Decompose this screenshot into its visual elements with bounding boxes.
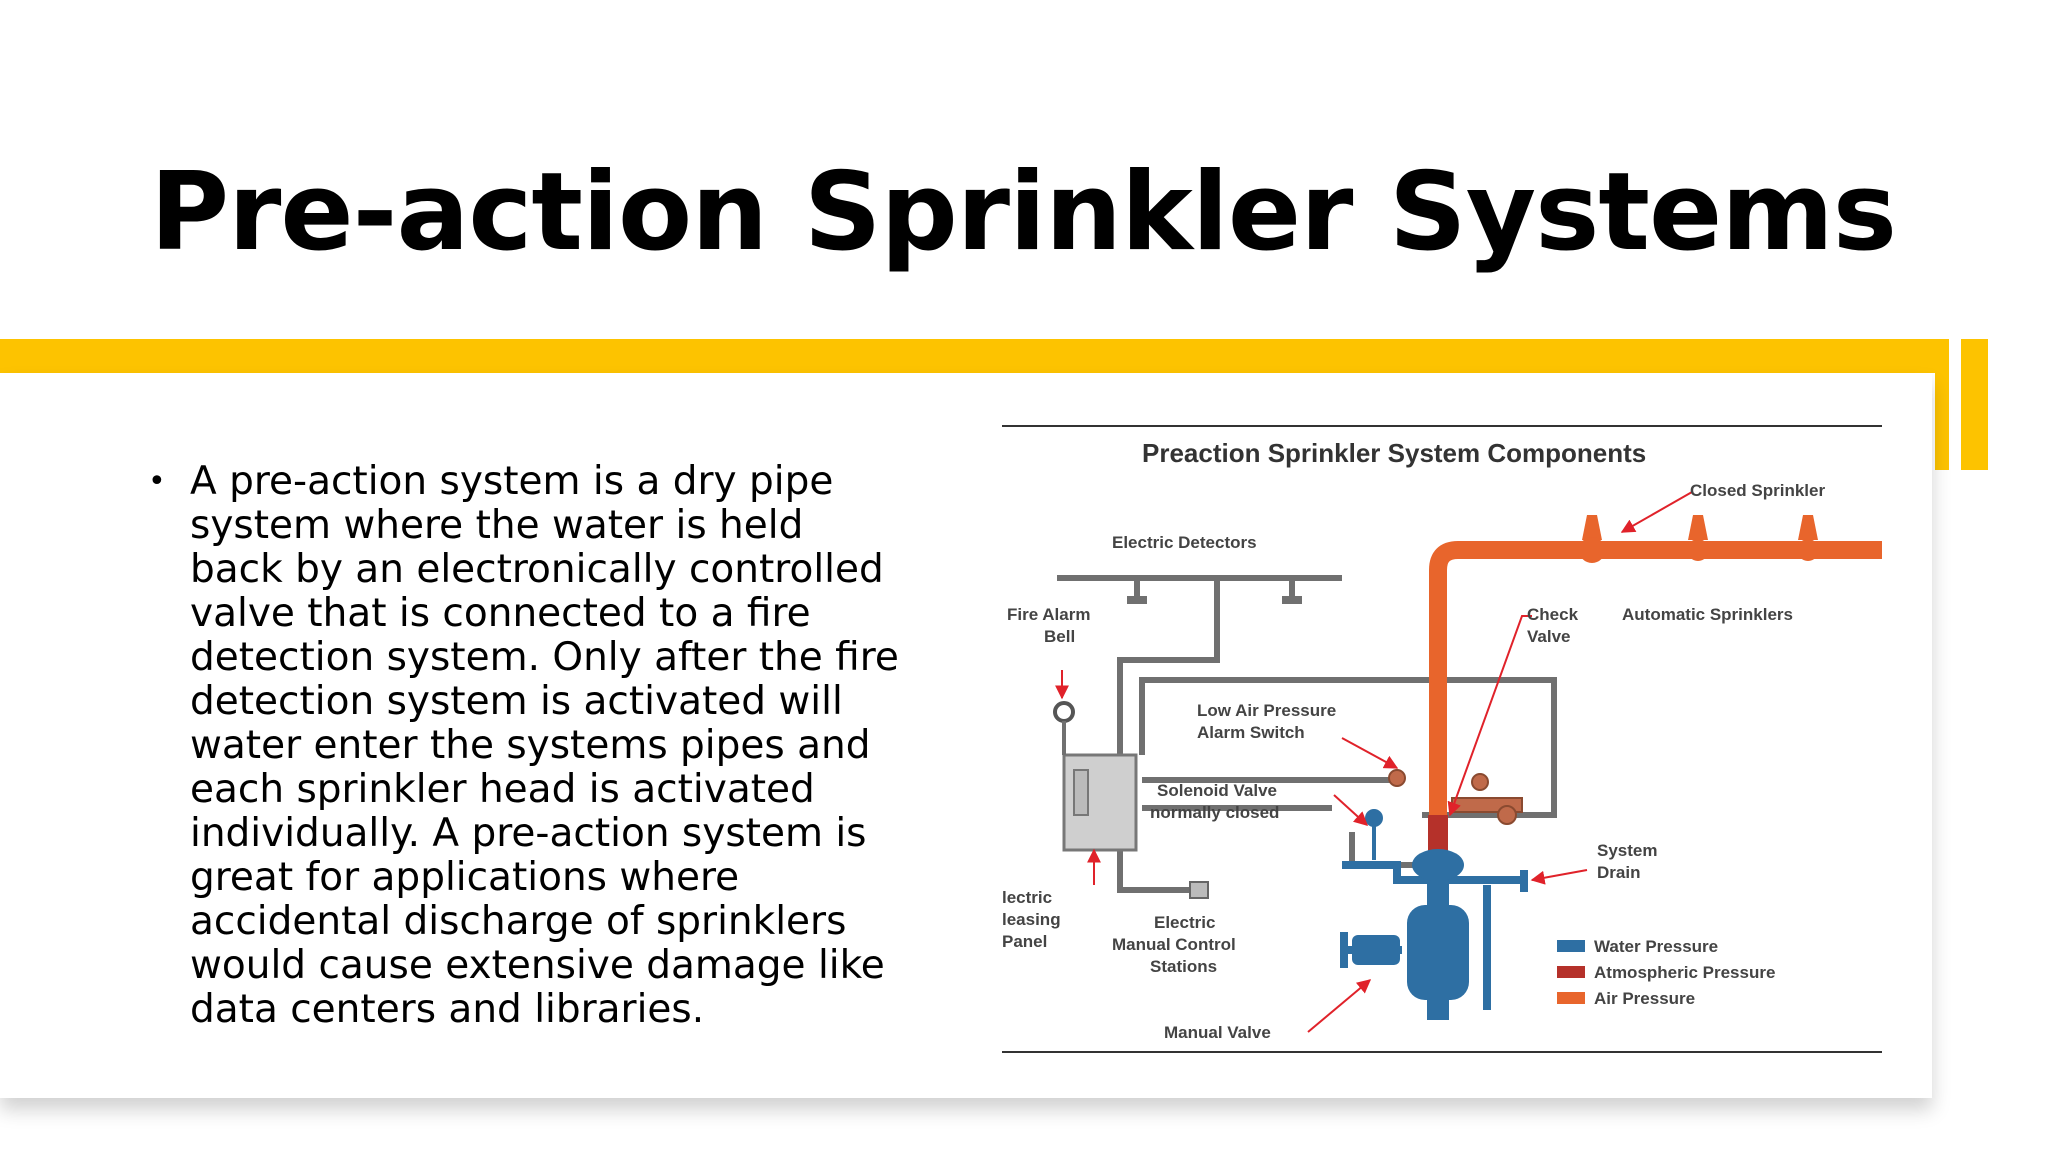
- label-check: Check: [1527, 605, 1579, 624]
- diagram-title: Preaction Sprinkler System Components: [1142, 438, 1646, 468]
- legend-swatch-air: [1557, 992, 1585, 1004]
- label-automatic-sprinklers: Automatic Sprinklers: [1622, 605, 1793, 624]
- legend: Water Pressure Atmospheric Pressure Air …: [1557, 937, 1775, 1008]
- trim-valves: [1388, 769, 1523, 825]
- label-releasing-3: Panel: [1002, 932, 1047, 951]
- label-low-air: Low Air Pressure: [1197, 701, 1336, 720]
- label-manual-station-1: Electric: [1154, 913, 1215, 932]
- bullet-text: A pre-action system is a dry pipe system…: [190, 459, 899, 1032]
- label-releasing-2: leasing: [1002, 910, 1061, 929]
- accent-stripe-left: [1935, 339, 1949, 470]
- label-system: System: [1597, 841, 1657, 860]
- atmospheric-pipe-section: [1428, 815, 1448, 855]
- label-low-air-switch: Alarm Switch: [1197, 723, 1305, 742]
- legend-water: Water Pressure: [1594, 937, 1718, 956]
- label-solenoid: Solenoid Valve: [1157, 781, 1277, 800]
- content-panel: [0, 373, 1932, 1098]
- label-closed-sprinkler: Closed Sprinkler: [1690, 481, 1825, 500]
- manual-control-station-icon: [1189, 881, 1209, 899]
- sprinkler-heads: [1579, 515, 1819, 563]
- accent-stripe-right: [1961, 339, 1988, 470]
- callout-arrows: [1055, 491, 1693, 1033]
- label-system-drain: Drain: [1597, 863, 1640, 882]
- label-manual-valve: Manual Valve: [1164, 1023, 1271, 1042]
- solenoid-valve-icon: [1365, 809, 1383, 860]
- air-pressure-pipe: [1429, 541, 1882, 834]
- label-manual-station-2: Manual Control: [1112, 935, 1236, 954]
- label-releasing-1: lectric: [1002, 888, 1052, 907]
- accent-bar: [0, 339, 1948, 373]
- label-solenoid-closed: normally closed: [1150, 803, 1279, 822]
- legend-atmospheric: Atmospheric Pressure: [1594, 963, 1775, 982]
- legend-swatch-atmospheric: [1557, 966, 1585, 978]
- slide-title: Pre-action Sprinkler Systems: [150, 150, 1897, 275]
- label-electric-detectors: Electric Detectors: [1112, 533, 1257, 552]
- electric-detectors: [1057, 575, 1342, 755]
- label-check-valve: Valve: [1527, 627, 1571, 646]
- fire-alarm-bell-icon: [1053, 701, 1075, 723]
- label-manual-station-3: Stations: [1150, 957, 1217, 976]
- valve-bodies: [1340, 849, 1528, 1000]
- label-fire-alarm-bell: Bell: [1044, 627, 1075, 646]
- legend-swatch-water: [1557, 940, 1585, 952]
- bullet-marker: •: [148, 464, 166, 499]
- detector-heads: [1127, 596, 1302, 604]
- label-fire-alarm: Fire Alarm: [1007, 605, 1090, 624]
- sprinkler-diagram: Preaction Sprinkler System Components: [1002, 425, 1882, 1053]
- legend-air: Air Pressure: [1594, 989, 1695, 1008]
- air-supervisory-line: [1117, 677, 1557, 893]
- bullet-list: • A pre-action system is a dry pipe syst…: [148, 460, 908, 1032]
